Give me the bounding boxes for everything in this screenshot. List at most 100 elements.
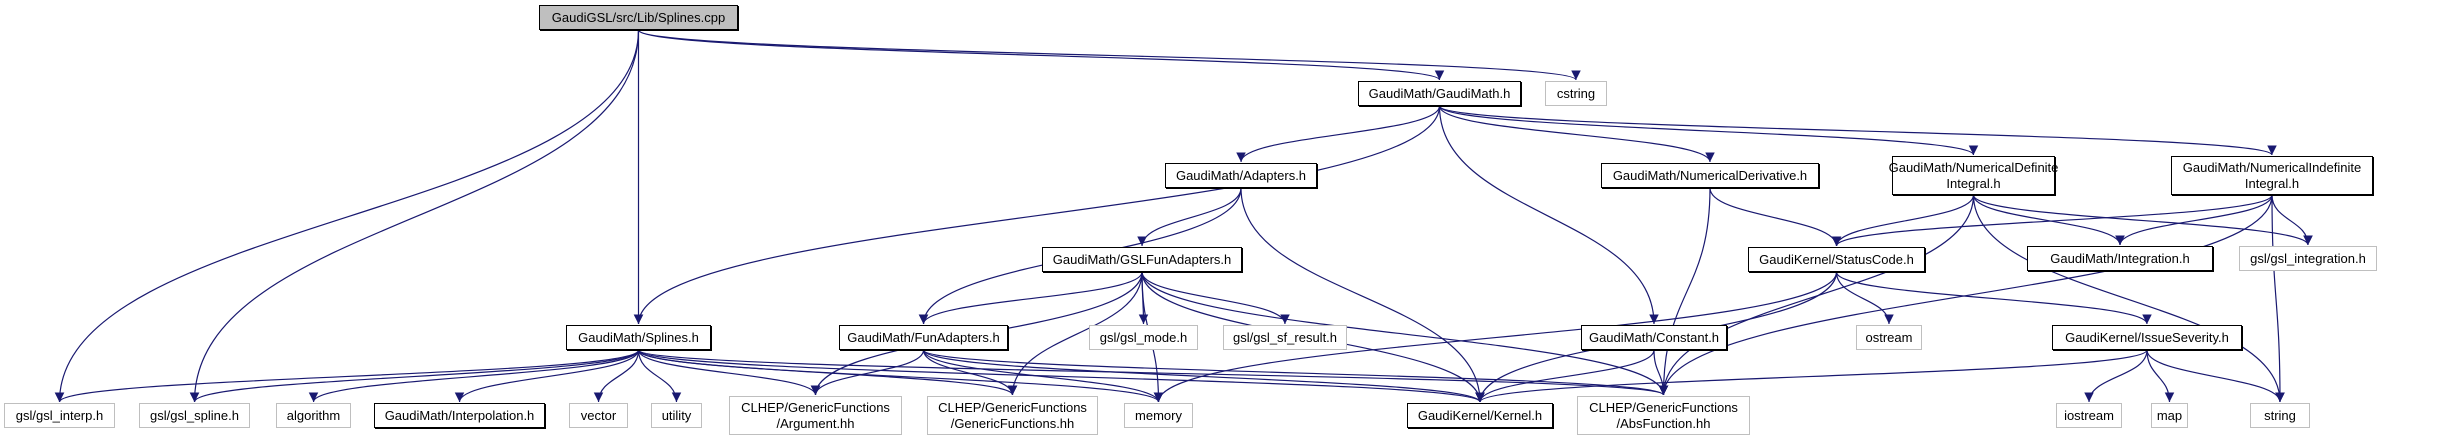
node-label: map: [2156, 407, 2183, 423]
node-gslfunadapters-h[interactable]: GaudiMath/GSLFunAdapters.h: [1042, 247, 1242, 272]
node-label: gsl/gsl_mode.h: [1099, 329, 1188, 345]
edge-numindefint_h-to-statuscode_h: [1831, 194, 2273, 247]
node-label: memory: [1135, 407, 1182, 423]
edge-adapters_h-to-kernel_h: [1240, 187, 1485, 403]
edge-funadapters_h-to-absfunction_hh: [922, 349, 1668, 396]
node-kernel-h[interactable]: GaudiKernel/Kernel.h: [1407, 403, 1553, 428]
edge-splines_h-to-gsl_spline_h: [189, 349, 640, 403]
edge-issueseverity_h-to-iostream: [2084, 349, 2148, 403]
node-label: cstring: [1556, 85, 1596, 101]
edge-splines_cpp-to-gsl_spline_h: [189, 29, 640, 403]
edge-gaudimath_h-to-splines_h: [633, 105, 1441, 325]
node-label: GaudiGSL/src/Lib/Splines.cpp: [551, 9, 726, 25]
edge-statuscode_h-to-issueseverity_h: [1835, 271, 2152, 325]
node-label: GaudiMath/Adapters.h: [1175, 167, 1307, 183]
node-interpolation-h[interactable]: GaudiMath/Interpolation.h: [374, 403, 545, 428]
node-label: CLHEP/GenericFunctions /AbsFunction.hh: [1589, 399, 1738, 431]
node-label: gsl/gsl_sf_result.h: [1232, 329, 1338, 345]
edge-constant_h-to-absfunction_hh: [1653, 349, 1669, 396]
edge-numdefint_h-to-gsl_integration_h: [1972, 194, 2313, 246]
edge-splines_cpp-to-gaudimath_h: [637, 29, 1444, 81]
node-label: GaudiMath/GaudiMath.h: [1368, 85, 1511, 101]
edge-splines_h-to-argument_hh: [637, 349, 821, 396]
node-splines-cpp[interactable]: GaudiGSL/src/Lib/Splines.cpp: [539, 5, 738, 30]
edge-splines_cpp-to-cstring: [637, 29, 1581, 81]
edge-numderiv_h-to-absfunction_hh: [1658, 187, 1711, 396]
edge-statuscode_h-to-ostream: [1835, 271, 1894, 325]
edge-splines_h-to-interpolation_h: [454, 349, 640, 403]
edge-splines_h-to-memory: [637, 349, 1164, 403]
node-funadapters-h[interactable]: GaudiMath/FunAdapters.h: [839, 325, 1008, 350]
edge-numindefint_h-to-string: [2271, 194, 2285, 403]
node-map: map: [2151, 403, 2188, 428]
node-label: GaudiKernel/StatusCode.h: [1759, 251, 1914, 267]
node-genericfunctions-hh: CLHEP/GenericFunctions /GenericFunctions…: [927, 396, 1098, 435]
node-label: GaudiMath/FunAdapters.h: [847, 329, 1000, 345]
node-gaudimath-h[interactable]: GaudiMath/GaudiMath.h: [1358, 81, 1521, 106]
edge-numdefint_h-to-statuscode_h: [1831, 194, 1975, 247]
node-label: GaudiKernel/IssueSeverity.h: [2065, 329, 2229, 345]
node-label: algorithm: [286, 407, 341, 423]
edge-gaudimath_h-to-numdefint_h: [1438, 105, 1979, 156]
edge-gslfunadapters_h-to-absfunction_hh: [1141, 271, 1669, 396]
edge-funadapters_h-to-kernel_h: [922, 349, 1485, 403]
node-label: GaudiMath/Integration.h: [2050, 250, 2190, 266]
node-label: vector: [580, 407, 617, 423]
node-integration-h[interactable]: GaudiMath/Integration.h: [2027, 246, 2213, 271]
node-label: gsl/gsl_integration.h: [2250, 250, 2366, 266]
node-gsl-mode-h: gsl/gsl_mode.h: [1089, 325, 1198, 350]
node-absfunction-hh: CLHEP/GenericFunctions /AbsFunction.hh: [1577, 396, 1750, 435]
node-numindefint-h[interactable]: GaudiMath/NumericalIndefinite Integral.h: [2171, 156, 2373, 195]
node-string: string: [2250, 403, 2310, 428]
edge-issueseverity_h-to-map: [2146, 349, 2175, 403]
node-constant-h[interactable]: GaudiMath/Constant.h: [1581, 325, 1727, 350]
node-numdefint-h[interactable]: GaudiMath/NumericalDefinite Integral.h: [1889, 156, 2058, 195]
edge-numderiv_h-to-statuscode_h: [1709, 187, 1842, 247]
edge-splines_h-to-vector: [593, 349, 640, 403]
edge-numdefint_h-to-integration_h: [1972, 194, 2125, 246]
edge-constant_h-to-kernel_h: [1475, 349, 1655, 403]
node-label: GaudiKernel/Kernel.h: [1417, 407, 1543, 423]
node-label: GaudiMath/NumericalIndefinite Integral.h: [2182, 159, 2362, 191]
edge-funadapters_h-to-memory: [922, 349, 1164, 403]
edge-issueseverity_h-to-kernel_h: [1475, 349, 2148, 403]
edge-gslfunadapters_h-to-funadapters_h: [918, 271, 1143, 325]
node-numderiv-h[interactable]: GaudiMath/NumericalDerivative.h: [1601, 163, 1819, 188]
node-label: GaudiMath/GSLFunAdapters.h: [1052, 251, 1232, 267]
node-iostream: iostream: [2056, 403, 2122, 428]
edge-splines_h-to-gsl_interp_h: [54, 349, 640, 403]
node-gsl-spline-h: gsl/gsl_spline.h: [139, 403, 250, 428]
node-label: string: [2264, 407, 2296, 423]
node-statuscode-h[interactable]: GaudiKernel/StatusCode.h: [1748, 247, 1925, 272]
node-label: GaudiMath/Interpolation.h: [384, 407, 535, 423]
edge-splines_h-to-utility: [637, 349, 682, 403]
node-utility: utility: [651, 403, 702, 428]
node-label: GaudiMath/Constant.h: [1588, 329, 1720, 345]
node-cstring: cstring: [1545, 81, 1607, 106]
edge-numindefint_h-to-gsl_integration_h: [2271, 194, 2313, 246]
edge-numdefint_h-to-string: [1972, 194, 2285, 403]
edge-gslfunadapters_h-to-gsl_sf_result_h: [1141, 271, 1290, 325]
node-vector: vector: [569, 403, 628, 428]
edge-gaudimath_h-to-adapters_h: [1236, 105, 1441, 163]
node-adapters-h[interactable]: GaudiMath/Adapters.h: [1165, 163, 1317, 188]
node-label: GaudiMath/NumericalDerivative.h: [1612, 167, 1808, 183]
edge-adapters_h-to-gslfunadapters_h: [1137, 187, 1242, 247]
node-algorithm: algorithm: [276, 403, 351, 428]
node-label: utility: [661, 407, 692, 423]
node-gsl-integration-h: gsl/gsl_integration.h: [2239, 246, 2377, 271]
node-label: CLHEP/GenericFunctions /Argument.hh: [741, 399, 890, 431]
node-memory: memory: [1124, 403, 1193, 428]
node-label: CLHEP/GenericFunctions /GenericFunctions…: [938, 399, 1087, 431]
node-splines-h[interactable]: GaudiMath/Splines.h: [566, 325, 711, 350]
node-argument-hh: CLHEP/GenericFunctions /Argument.hh: [729, 396, 902, 435]
edge-splines_h-to-algorithm: [308, 349, 640, 403]
node-gsl-sf-result-h: gsl/gsl_sf_result.h: [1223, 325, 1347, 350]
edge-splines_h-to-absfunction_hh: [637, 349, 1668, 396]
node-label: gsl/gsl_spline.h: [150, 407, 239, 423]
node-issueseverity-h[interactable]: GaudiKernel/IssueSeverity.h: [2052, 325, 2242, 350]
edge-splines_cpp-to-gsl_interp_h: [54, 29, 640, 403]
edge-funadapters_h-to-genericfunctions_hh: [922, 349, 1018, 396]
node-ostream: ostream: [1856, 325, 1922, 350]
